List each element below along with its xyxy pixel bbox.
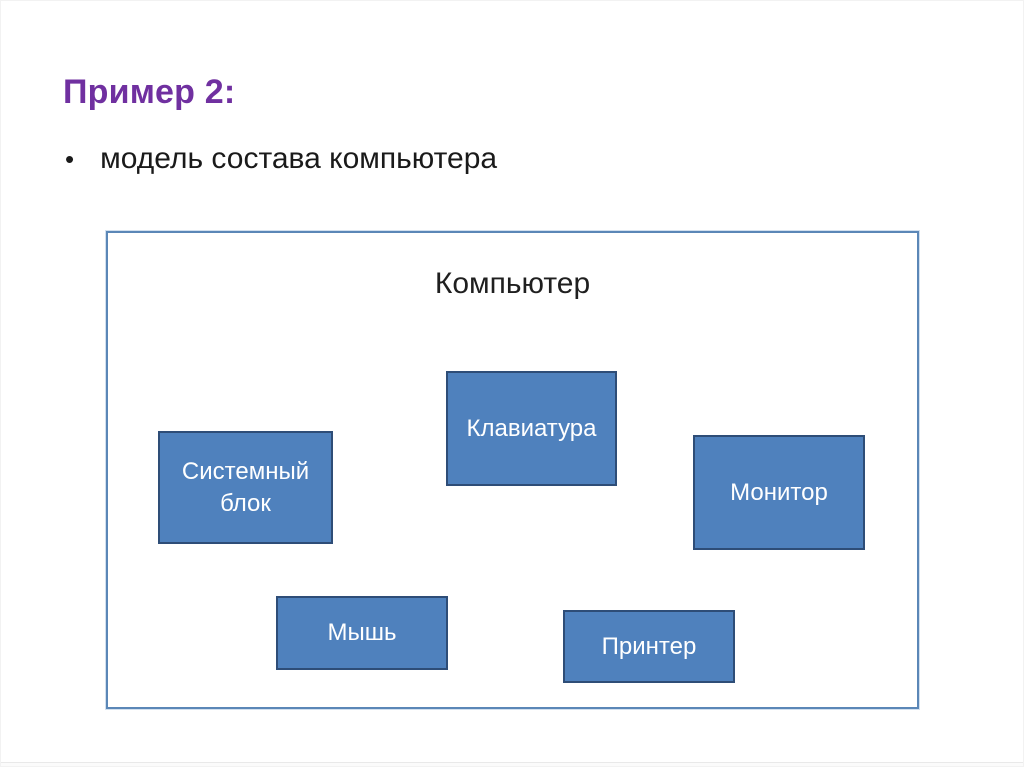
- node-system-unit: Системный блок: [158, 431, 333, 544]
- node-mouse: Мышь: [276, 596, 448, 670]
- bullet-text: модель состава компьютера: [100, 142, 498, 175]
- bullet-marker: •: [65, 144, 75, 174]
- node-monitor: Монитор: [693, 435, 865, 550]
- diagram-frame-computer: Компьютер Системный блок Клавиатура Мони…: [106, 231, 919, 709]
- slide-bottom-edge: [1, 762, 1023, 766]
- diagram-title: Компьютер: [434, 267, 591, 300]
- node-keyboard: Клавиатура: [446, 371, 617, 486]
- bullet-item: • модель состава компьютера: [65, 139, 497, 179]
- node-printer: Принтер: [563, 610, 735, 683]
- slide-title: Пример 2:: [63, 73, 236, 111]
